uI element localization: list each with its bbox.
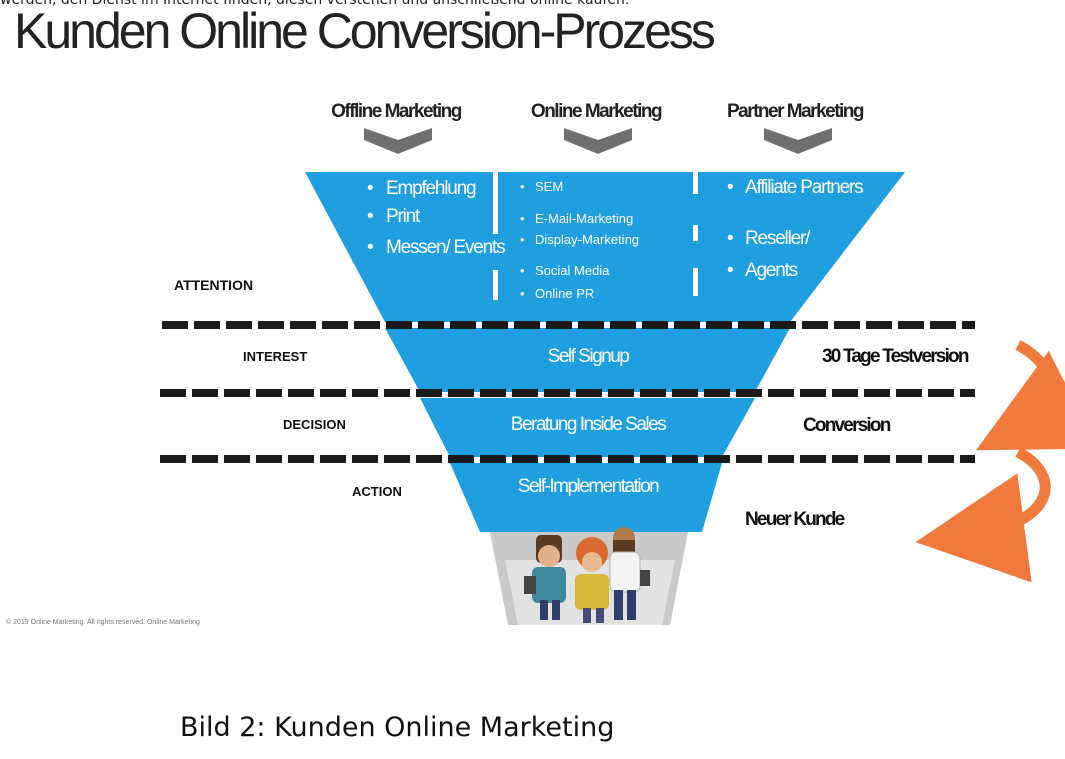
outcome-label-new-customer: Neuer Kunde: [745, 509, 845, 530]
list-item: Print: [386, 206, 421, 227]
list-item: Agents: [745, 260, 798, 281]
chevron-down-icon: [764, 128, 832, 154]
chevron-down-icon: [564, 128, 632, 154]
outcome-label-trial: 30 Tage Testversion: [822, 346, 969, 367]
stage-label-decision: DECISION: [283, 417, 346, 432]
column-separator: [693, 225, 698, 241]
svg-text:• SEM • E-Mail-Mar: • SEM • E-Mail-Marketing • Display-Marke…: [520, 179, 643, 301]
band-label-decision: Beratung Inside Sales: [511, 414, 666, 435]
truncated-intro-text: werden, den Dienst im Internet finden, d…: [0, 0, 630, 8]
column-separator: [493, 270, 498, 300]
list-item: Empfehlung: [386, 178, 476, 199]
funnel-band-interest: [385, 328, 790, 392]
customer-group-illustration: [490, 527, 688, 625]
list-item: Reseller/: [745, 228, 811, 249]
funnel-band-decision: [420, 398, 755, 457]
page-title: Kunden Online Conversion-Prozess: [14, 3, 716, 59]
band-label-interest: Self Signup: [548, 346, 630, 367]
svg-text:• Affiliate Partners •: • Affiliate Partners • Reseller/ • Agent…: [727, 177, 867, 281]
stage-label-attention: ATTENTION: [174, 277, 253, 293]
column-separator: [693, 268, 698, 296]
curved-arrow-icon: [915, 447, 1051, 583]
svg-text:• Empfehlung • Pri: • Empfehlung • Print • Messen/ Events: [367, 178, 505, 258]
funnel-top-section: [305, 172, 905, 322]
column-heading-online: Online Marketing: [531, 101, 662, 122]
column-heading-offline: Offline Marketing: [331, 101, 462, 122]
outcome-label-conversion: Conversion: [803, 415, 891, 436]
stage-label-interest: INTEREST: [243, 349, 307, 364]
chevron-down-icon: [364, 128, 432, 154]
figure-caption: Bild 2: Kunden Online Marketing: [180, 712, 615, 743]
column-separator: [693, 172, 698, 194]
conversion-funnel-diagram: Offline Marketing Online Marketing Partn…: [160, 101, 1065, 625]
stage-label-action: ACTION: [352, 484, 402, 499]
copyright-note: © 2019 Online Marketing. All rights rese…: [6, 619, 200, 626]
list-item: Messen/ Events: [386, 237, 505, 258]
list-item: E-Mail-Marketing: [535, 211, 633, 226]
list-item: Online PR: [535, 286, 594, 301]
column-separator: [493, 172, 498, 234]
band-label-action: Self-Implementation: [518, 476, 659, 497]
list-item: SEM: [535, 179, 563, 194]
curved-arrow-icon: [976, 340, 1065, 451]
list-item: Social Media: [535, 263, 610, 278]
list-item: Display-Marketing: [535, 232, 639, 247]
funnel-band-action: [450, 463, 722, 532]
list-item: Affiliate Partners: [745, 177, 863, 198]
column-heading-partner: Partner Marketing: [727, 101, 864, 122]
